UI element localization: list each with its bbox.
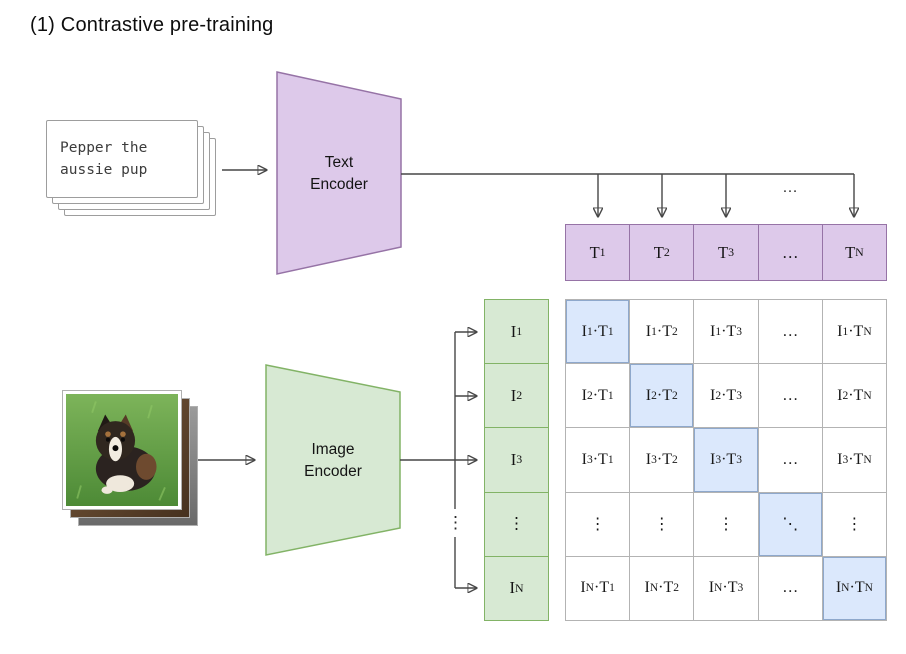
image-input-stack <box>62 390 222 550</box>
text-caption: Pepper the aussie pup <box>47 121 197 182</box>
image-encoder-label-line1: Image <box>311 441 355 458</box>
text-caption-line1: Pepper the <box>60 140 148 156</box>
text-card-front: Pepper the aussie pup <box>46 120 198 198</box>
top-arrows-ellipsis: … <box>782 180 798 196</box>
image-embedding-ellipsis: ⋮ <box>485 492 548 556</box>
text-encoder-label-line2: Encoder <box>310 175 368 193</box>
matrix-cell-r3-c3: ⋱ <box>758 492 822 556</box>
grass-blades <box>76 401 166 501</box>
matrix-cell-r3-c1: ⋮ <box>630 492 694 556</box>
section-title: (1) Contrastive pre-training <box>30 14 274 36</box>
image-encoder-label-line2: Encoder <box>304 462 362 480</box>
matrix-cell-r4-c3: … <box>758 556 822 620</box>
image-encoder-label: Image Encoder <box>266 439 400 482</box>
matrix-cell-r3-c0: ⋮ <box>566 492 630 556</box>
text-encoder-label: Text Encoder <box>277 152 401 195</box>
puppy <box>95 414 157 494</box>
text-caption-line2: aussie pup <box>60 161 148 178</box>
matrix-cell-r1-c3: … <box>758 364 822 428</box>
matrix-cell-r3-c2: ⋮ <box>694 492 758 556</box>
photo-front <box>62 390 182 510</box>
text-embedding-ellipsis: … <box>758 225 822 280</box>
matrix-cell-r3-c4: ⋮ <box>822 492 886 556</box>
text-input-stack: Pepper the aussie pup <box>46 120 246 240</box>
puppy-photo <box>66 394 178 506</box>
text-encoder-label-line1: Text <box>324 154 354 171</box>
matrix-cell-r0-c3: … <box>758 300 822 364</box>
matrix-cell-r2-c3: … <box>758 428 822 492</box>
branch-arrows-ellipsis: ⋮ <box>447 509 464 537</box>
